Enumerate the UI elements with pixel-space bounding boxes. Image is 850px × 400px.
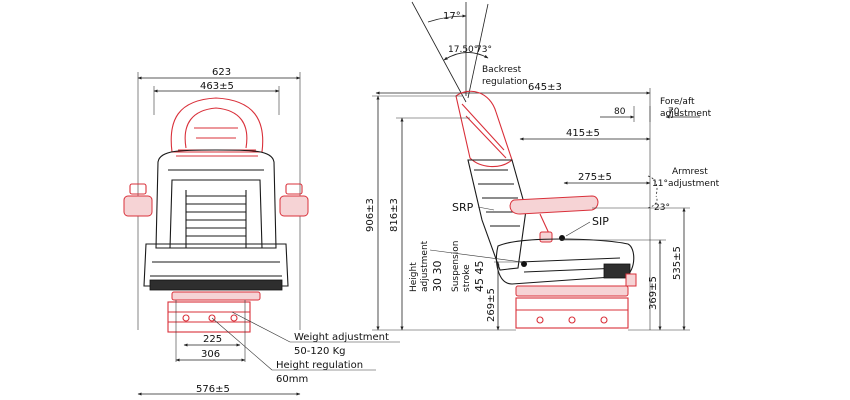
backrest-label-1: Backrest — [482, 65, 522, 75]
dim-369: 369±5 — [562, 239, 666, 331]
label-463: 463±5 — [200, 81, 234, 92]
side-backrest — [467, 159, 527, 271]
susp-label-1: Suspension — [451, 241, 461, 292]
armrest-label-1: Armrest — [672, 167, 708, 177]
side-backrest-headrest — [455, 90, 513, 168]
angle-73: 73° — [476, 45, 492, 55]
susp-values: 45 45 — [473, 261, 486, 293]
dim-front-rails: 225 306 — [175, 300, 246, 362]
front-cushion — [143, 243, 289, 291]
side-armrest — [509, 195, 599, 243]
srp-point — [521, 261, 527, 267]
label-576: 576±5 — [196, 384, 230, 395]
dim-front-total-width: 623 — [137, 67, 301, 330]
sip-label: SIP — [592, 215, 609, 228]
front-armrests — [123, 183, 309, 217]
angle-17-5: 17.50° — [448, 45, 478, 55]
front-headrest — [170, 97, 264, 157]
armrest-adjustment: Armrest adjustment 11° 23° — [647, 167, 720, 213]
front-backrest — [155, 149, 277, 249]
dim-front-base-width: 576±5 — [137, 384, 301, 396]
susp-label-2: stroke — [462, 264, 472, 292]
height-regulation-label: Height regulation — [276, 360, 363, 371]
fore-aft-label-2: adjustment — [660, 109, 712, 119]
label-269: 269±5 — [486, 288, 497, 322]
dim-535: 535±5 — [592, 207, 690, 331]
dim-275: 275±5 — [563, 172, 651, 185]
fore-aft-label-1: Fore/aft — [660, 97, 695, 107]
weight-adjustment-label: Weight adjustment — [294, 332, 389, 343]
label-306: 306 — [201, 349, 220, 360]
height-suspension-labels: Height adjustment 30 30 Suspension strok… — [409, 240, 523, 293]
dim-front-backrest-width: 463±5 — [153, 81, 280, 115]
front-view: 623 463±5 — [123, 67, 400, 396]
label-275: 275±5 — [578, 172, 612, 183]
dim-269: 269±5 — [486, 261, 522, 331]
armrest-angle-up: 11° — [652, 179, 668, 189]
weight-range-label: 50-120 Kg — [294, 346, 346, 357]
side-suspension — [515, 285, 629, 329]
label-369: 369±5 — [648, 276, 659, 310]
label-225: 225 — [203, 334, 222, 345]
label-80: 80 — [614, 107, 626, 117]
backrest-label-2: regulation — [482, 77, 528, 87]
label-645: 645±3 — [528, 82, 562, 93]
label-816: 816±3 — [389, 198, 400, 232]
label-623: 623 — [212, 67, 231, 78]
front-suspension — [167, 291, 261, 333]
callout-weight: Weight adjustment 50-120 Kg — [231, 311, 400, 357]
label-415: 415±5 — [566, 128, 600, 139]
angle-17: 17° — [443, 11, 461, 22]
reference-points: SRP SIP — [452, 201, 609, 267]
height-adj-label-1: Height — [409, 262, 419, 292]
backrest-angle: 17° 17.50° 73° Backrest regulation — [411, 1, 528, 103]
dim-906: 906±3 — [365, 95, 516, 331]
dim-816: 816±3 — [389, 117, 470, 331]
height-adj-values: 30 30 — [431, 261, 444, 293]
side-view: 17° 17.50° 73° Backrest regulation 645±3… — [365, 1, 720, 331]
height-adj-label-2: adjustment — [420, 240, 430, 292]
label-906: 906±3 — [365, 198, 376, 232]
callout-height: Height regulation 60mm — [211, 317, 376, 385]
srp-label: SRP — [452, 201, 474, 214]
armrest-label-2: adjustment — [668, 179, 720, 189]
height-regulation-value: 60mm — [276, 374, 308, 385]
label-70: 70 — [668, 107, 680, 117]
side-cushion — [495, 238, 637, 287]
dim-fore-aft: 80 70 Fore/aft adjustment — [600, 97, 712, 122]
dim-side-depth: 645±3 — [375, 82, 651, 330]
dim-415: 415±5 — [519, 128, 651, 141]
label-535: 535±5 — [672, 246, 683, 280]
